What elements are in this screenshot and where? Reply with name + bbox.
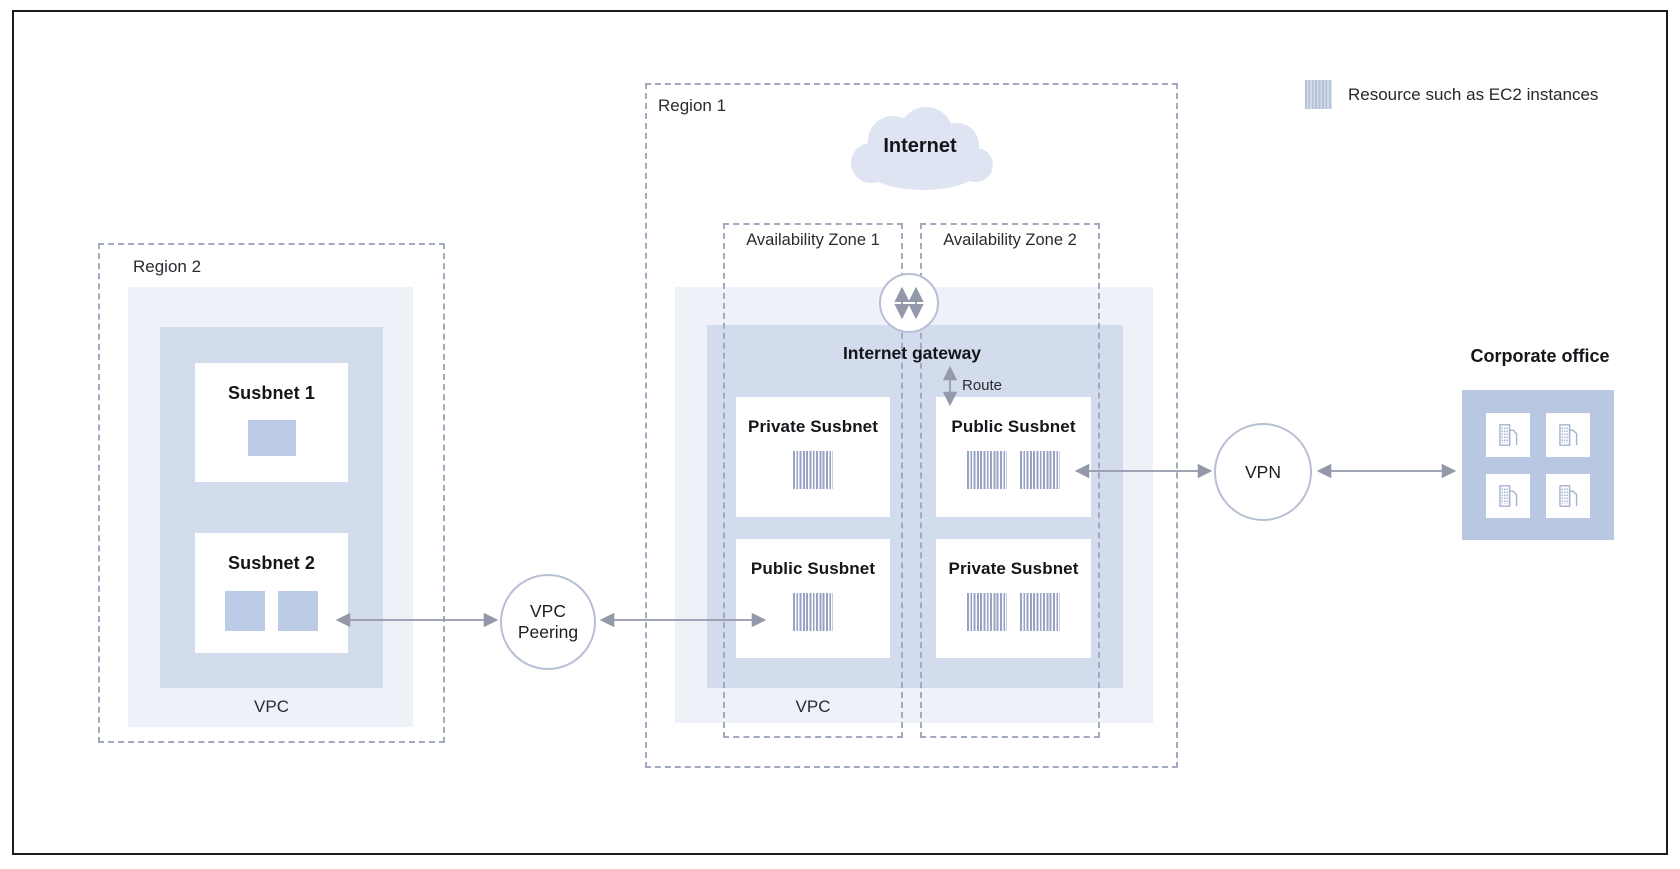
internet-label: Internet (883, 135, 957, 157)
subnet-title: Private Susbnet (948, 559, 1079, 578)
region-2-vpc-label: VPC (254, 697, 289, 716)
legend-label: Resource such as EC2 instances (1348, 84, 1599, 104)
building-tile (1546, 413, 1590, 457)
resource-icon (247, 420, 296, 456)
up-down-arrows-icon (894, 286, 924, 320)
building-tile (1486, 474, 1530, 518)
resource-swatch-icon (1305, 80, 1332, 109)
resource-icon (793, 593, 833, 631)
route-label: Route (962, 377, 1003, 394)
subnet-title: Susbnet 1 (228, 383, 315, 403)
internet-gateway-icon (879, 273, 939, 333)
building-icon (1559, 424, 1578, 446)
building-icon (1499, 485, 1518, 507)
availability-zone-1-label: Availability Zone 1 (746, 231, 880, 249)
az1-private-subnet: Private Susbnet (736, 397, 890, 517)
availability-zone-1-boundary (723, 223, 903, 738)
building-icon (1559, 485, 1578, 507)
region2-subnet-2: Susbnet 2 (195, 533, 348, 653)
region-1-vpc-label: VPC (795, 697, 831, 716)
vpn-node: VPN (1214, 423, 1312, 521)
corporate-office-label: Corporate office (1470, 346, 1610, 366)
resource-icon (1020, 593, 1060, 631)
availability-zone-2-boundary (920, 223, 1100, 738)
region-2-boundary (98, 243, 445, 743)
vpc-peering-label: VPC Peering (517, 601, 579, 642)
vpn-label: VPN (1245, 461, 1281, 482)
resource-icon (225, 591, 265, 631)
subnet-title: Public Susbnet (750, 559, 876, 578)
resource-icon (1020, 451, 1060, 489)
region-1-label: Region 1 (658, 96, 727, 115)
availability-zone-2-label: Availability Zone 2 (943, 231, 1077, 249)
resource-icon (793, 451, 833, 489)
legend: Resource such as EC2 instances (1305, 80, 1598, 109)
resource-icon (278, 591, 318, 631)
building-icon (1499, 424, 1518, 446)
subnet-title: Private Susbnet (748, 417, 878, 436)
internet-gateway-label: Internet gateway (842, 343, 982, 363)
resource-icon (967, 593, 1007, 631)
internet-cloud: Internet (835, 103, 1005, 198)
cloud-icon (851, 107, 993, 190)
az2-private-subnet: Private Susbnet (936, 539, 1091, 658)
region-2-label: Region 2 (133, 257, 202, 276)
corporate-office-box (1462, 390, 1614, 540)
subnet-title: Susbnet 2 (228, 553, 315, 573)
az2-public-subnet: Public Susbnet (936, 397, 1091, 517)
building-tile (1546, 474, 1590, 518)
building-tile (1486, 413, 1530, 457)
resource-icon (967, 451, 1007, 489)
region2-subnet-1: Susbnet 1 (195, 363, 348, 482)
subnet-title: Public Susbnet (951, 417, 1076, 436)
diagram-frame (12, 10, 1668, 855)
region-1-boundary (645, 83, 1178, 768)
vpc-peering-node: VPC Peering (500, 574, 596, 670)
az1-public-subnet: Public Susbnet (736, 539, 890, 658)
